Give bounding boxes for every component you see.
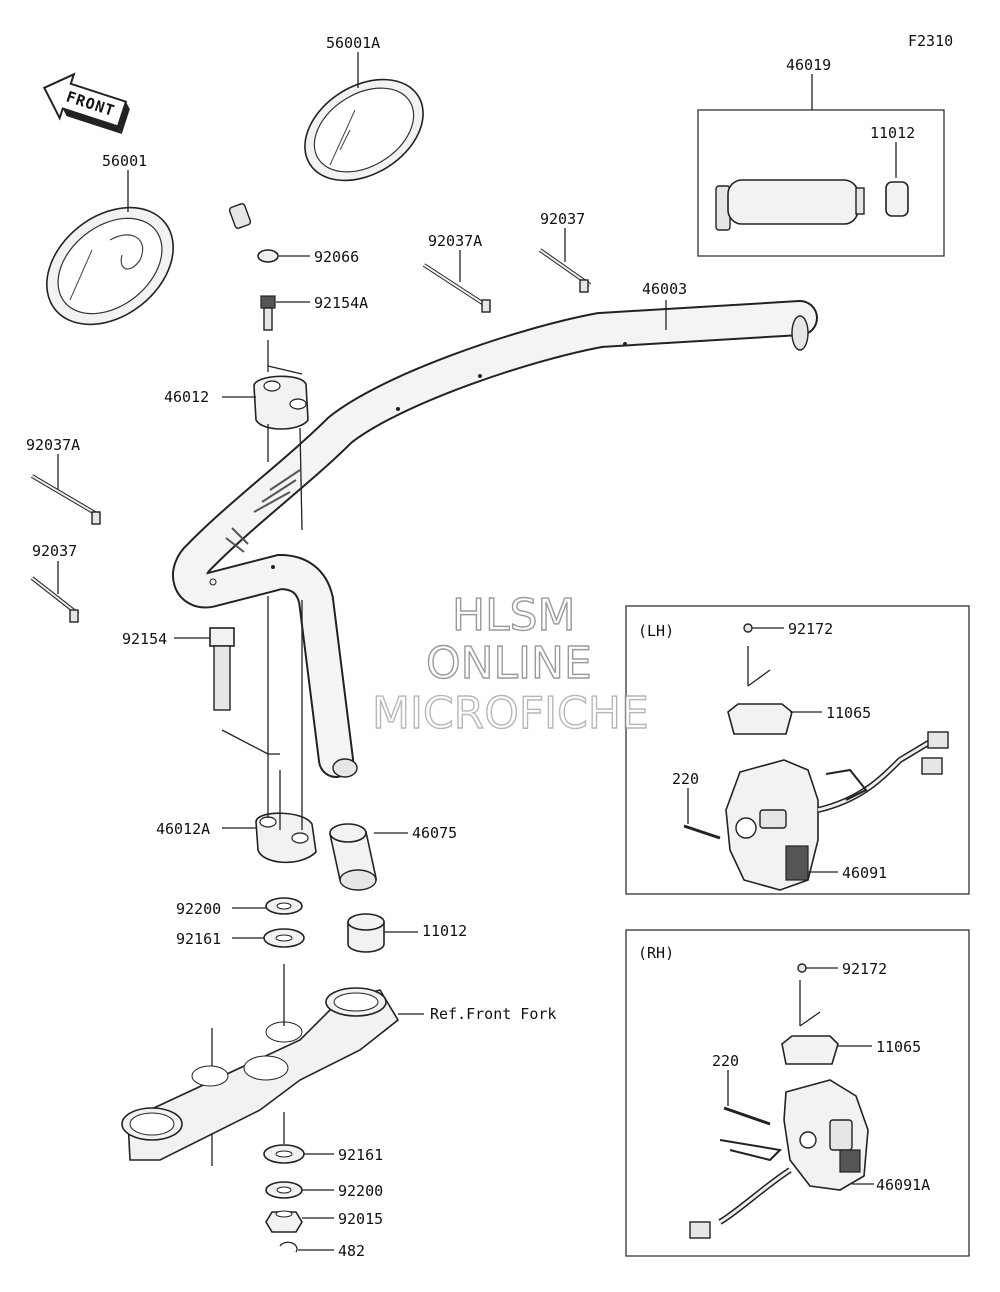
label-46012A: 46012A xyxy=(156,820,210,838)
label-46019: 46019 xyxy=(786,56,831,74)
grip-46019 xyxy=(715,179,909,231)
label-92154A: 92154A xyxy=(314,294,368,312)
cap-92066 xyxy=(257,249,279,263)
label-92037-top: 92037 xyxy=(540,210,585,228)
label-lh-92172: 92172 xyxy=(788,620,833,638)
label-92161-a: 92161 xyxy=(176,930,221,948)
label-482: 482 xyxy=(338,1242,365,1260)
nut-92015 xyxy=(265,1210,303,1233)
lh-switch-housing xyxy=(683,623,949,891)
label-92154: 92154 xyxy=(122,630,167,648)
label-lh-11065: 11065 xyxy=(826,704,871,722)
leader-lines xyxy=(57,52,897,1251)
label-lh-46091: 46091 xyxy=(842,864,887,882)
clamp-92037-left xyxy=(30,576,80,623)
label-92066: 92066 xyxy=(314,248,359,266)
inset-box-46019 xyxy=(697,109,945,257)
clamp-92037-top xyxy=(538,248,592,293)
end-cap-11012 xyxy=(347,913,385,953)
clamp-92037A-top xyxy=(422,263,492,313)
label-ref-front-fork: Ref.Front Fork xyxy=(430,1005,556,1023)
inset-box-rh xyxy=(625,929,970,1257)
label-92037A-top: 92037A xyxy=(428,232,482,250)
watermark-line-1: HLSM xyxy=(452,590,576,641)
inset-box-lh xyxy=(625,605,970,895)
watermark-line-3: MICROFICHE xyxy=(372,688,649,739)
lh-leaders xyxy=(687,627,838,873)
label-rh-220: 220 xyxy=(712,1052,739,1070)
clamp-92037A-left xyxy=(30,474,102,525)
label-56001: 56001 xyxy=(102,152,147,170)
label-46003: 46003 xyxy=(642,280,687,298)
mirror-left xyxy=(46,206,174,326)
mirror-right xyxy=(228,78,424,229)
label-92161-b: 92161 xyxy=(338,1146,383,1164)
rh-switch-housing xyxy=(689,963,869,1239)
holder-46012 xyxy=(253,375,309,430)
bolt-92154 xyxy=(209,627,235,711)
label-92015: 92015 xyxy=(338,1210,383,1228)
label-92037A-left: 92037A xyxy=(26,436,80,454)
handlebar-46003 xyxy=(172,300,818,778)
label-92037-left: 92037 xyxy=(32,542,77,560)
label-46012: 46012 xyxy=(164,388,209,406)
bolt-92154A xyxy=(260,295,276,331)
rh-leaders xyxy=(727,967,874,1185)
label-92200-a: 92200 xyxy=(176,900,221,918)
figure-code: F2310 xyxy=(908,32,953,50)
label-rh-92172: 92172 xyxy=(842,960,887,978)
label-46075: 46075 xyxy=(412,824,457,842)
inset-rh-title: (RH) xyxy=(638,944,674,962)
label-11012-top: 11012 xyxy=(870,124,915,142)
holder-46012A xyxy=(255,812,317,864)
clip-482 xyxy=(279,1241,298,1253)
label-lh-220: 220 xyxy=(672,770,699,788)
label-92200-b: 92200 xyxy=(338,1182,383,1200)
label-11012-bottom: 11012 xyxy=(422,922,467,940)
label-56001A: 56001A xyxy=(326,34,380,52)
watermark-line-2: ONLINE xyxy=(426,638,592,689)
label-rh-46091A: 46091A xyxy=(876,1176,930,1194)
inset-lh-title: (LH) xyxy=(638,622,674,640)
front-arrow-icon: FRONT xyxy=(42,72,130,134)
grip-46075 xyxy=(329,823,377,891)
upper-bracket xyxy=(121,987,400,1161)
label-rh-11065: 11065 xyxy=(876,1038,921,1056)
